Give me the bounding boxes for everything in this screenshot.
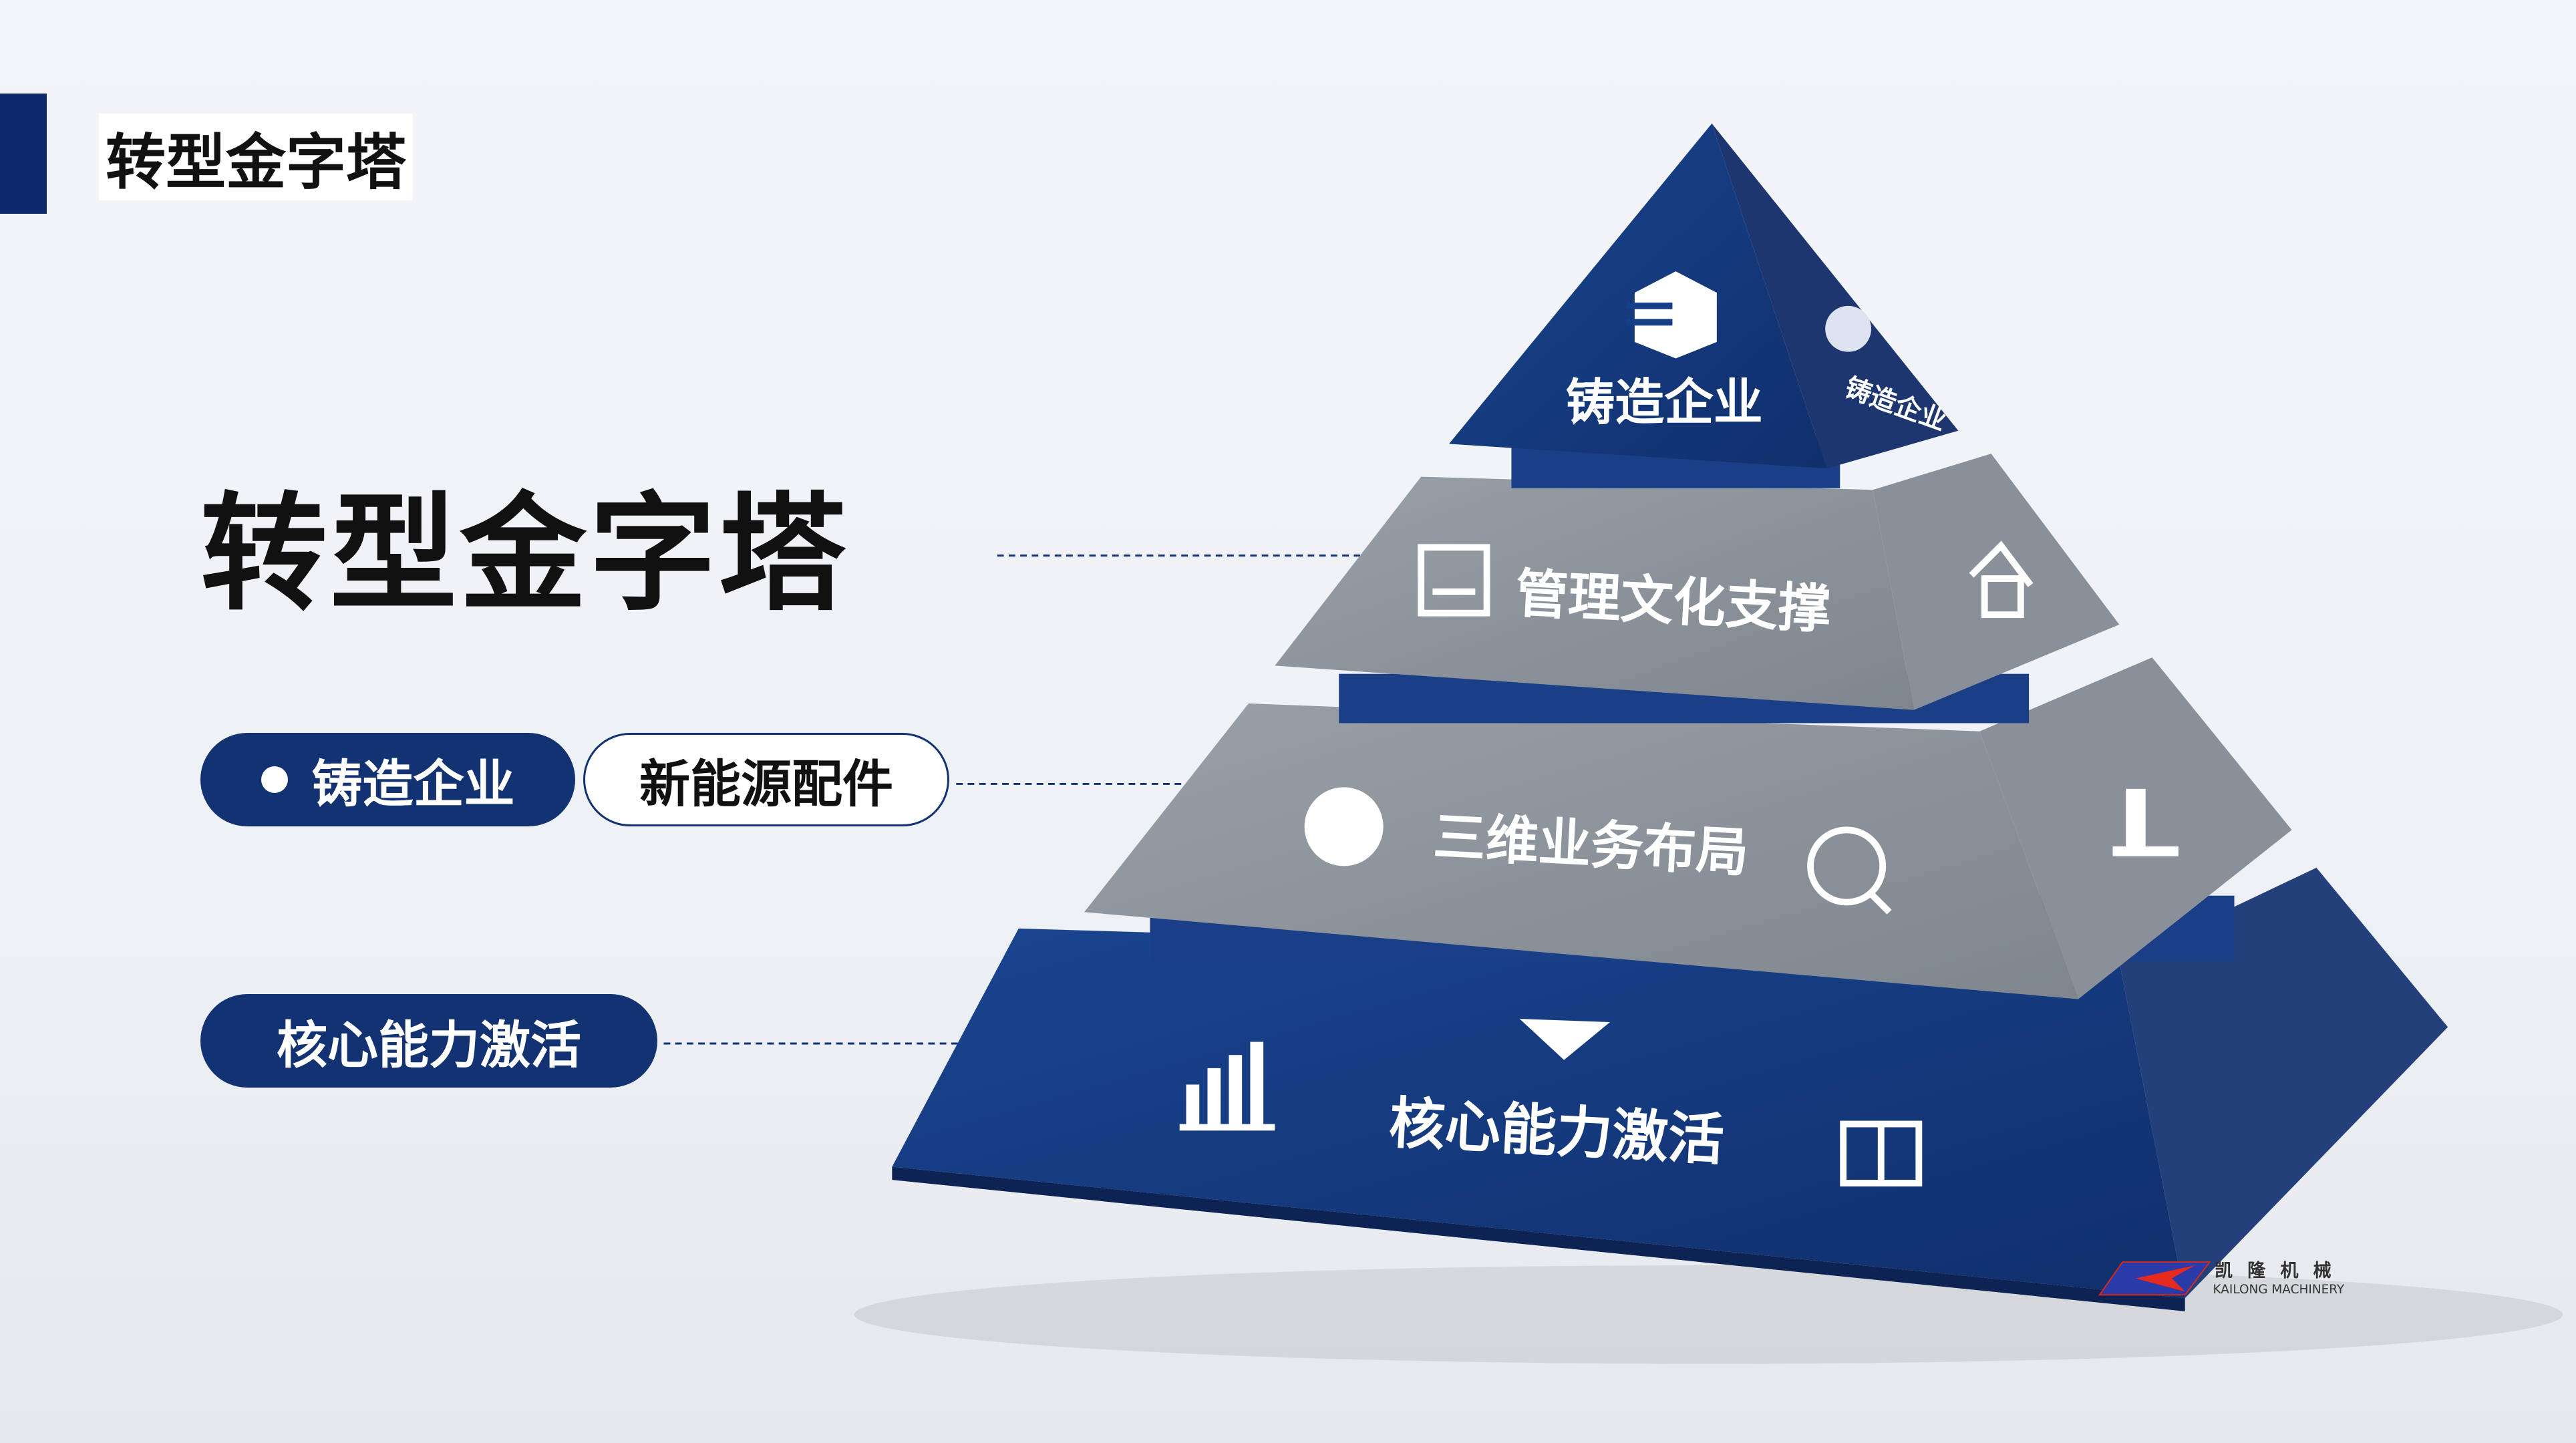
pill-enterprise[interactable]: 铸造企业 [200,733,575,826]
bar-chart-icon [1179,1041,1275,1131]
tier-business[interactable]: 三维业务布局 [1084,657,2292,999]
company-logo: 凯隆机械 KAILONG MACHINERY [2098,1261,2346,1297]
bullet-icon [261,766,288,793]
book-icon [1840,1120,1923,1186]
tier-label: 铸造企业 [1566,375,1763,432]
building-icon [1626,271,1717,359]
house-icon [1969,540,2034,619]
monitor-icon [1418,544,1490,617]
page-title: 转型金字塔 [200,480,849,628]
pill-core[interactable]: 核心能力激活 [200,994,657,1088]
leaf-icon [1304,787,1384,866]
accent-bar [0,94,47,214]
globe-icon [1825,305,1872,352]
search-icon [1807,826,1892,915]
logo-cn: 凯隆机械 [2215,1261,2346,1281]
pill-label: 核心能力激活 [277,1015,581,1075]
logo-en: KAILONG MACHINERY [2213,1283,2345,1297]
tower-icon [2112,788,2179,856]
tier-enterprise[interactable]: 铸造企业 铸造企业 [1449,123,1959,488]
pill-label: 新能源配件 [639,754,893,814]
pill-label: 铸造企业 [311,754,515,814]
connector-lines [663,554,1364,1045]
header-title: 转型金字塔 [99,114,413,200]
tier-core[interactable]: 核心能力激活 [892,867,2448,1311]
triangle-down-icon [1519,1019,1610,1060]
pill-new-energy[interactable]: 新能源配件 [583,733,949,826]
tier-management[interactable]: 管理文化支撑 [1275,454,2120,724]
